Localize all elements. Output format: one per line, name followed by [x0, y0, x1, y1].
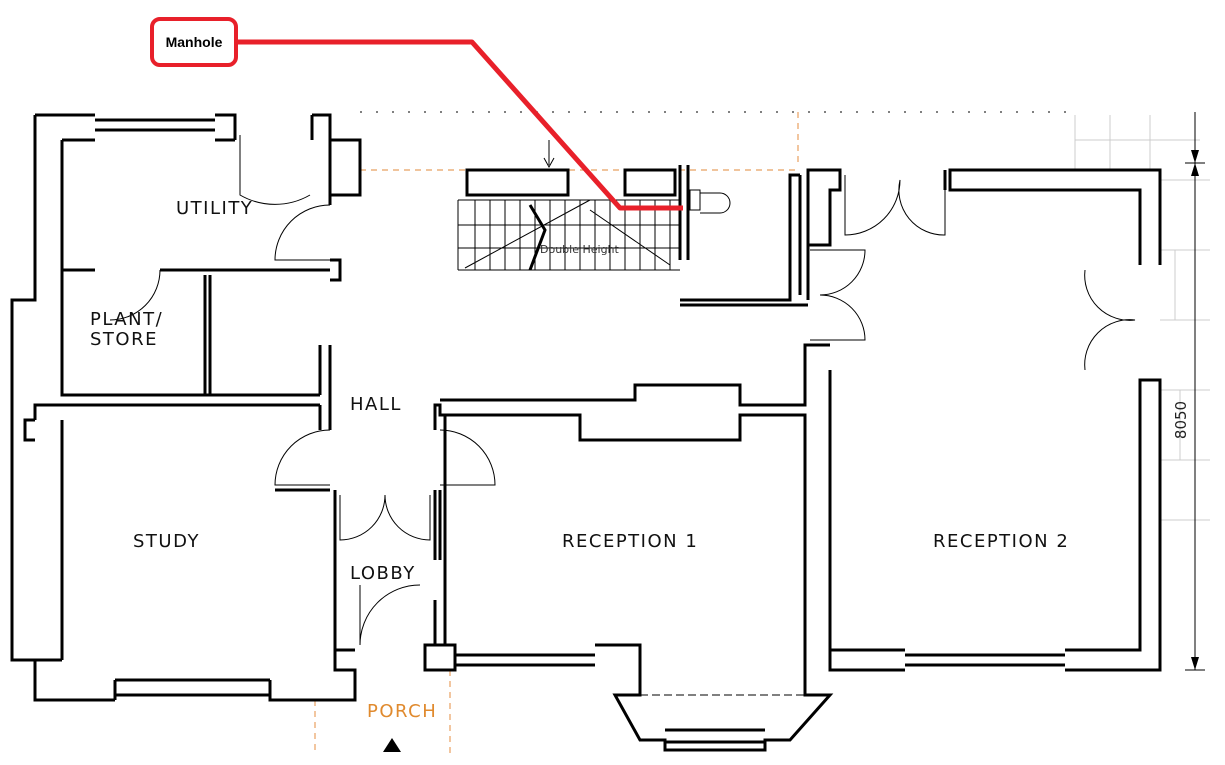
room-label-store: STORE — [90, 329, 158, 350]
room-label-hall: HALL — [350, 394, 402, 415]
walls — [10, 113, 1162, 752]
guide-lines — [314, 112, 800, 755]
paving — [1074, 115, 1210, 521]
room-label-reception-1: RECEPTION 1 — [562, 531, 698, 552]
entrance-arrow-icon — [383, 738, 401, 752]
manhole-callout: Manhole — [150, 17, 238, 67]
dimension-label: 8050 — [1172, 401, 1190, 439]
double-height-label: Double Height — [540, 243, 620, 256]
dimension-line — [1185, 112, 1205, 671]
room-label-utility: UTILITY — [176, 198, 253, 219]
callout-leader-line — [238, 39, 683, 211]
room-label-lobby: LOBBY — [350, 563, 416, 584]
room-label-porch: PORCH — [367, 701, 437, 722]
room-label-plant: PLANT/ — [90, 309, 163, 330]
doors — [109, 135, 1136, 646]
arrow-icon — [543, 140, 555, 169]
room-label-reception-2: RECEPTION 2 — [933, 531, 1069, 552]
room-label-study: STUDY — [133, 531, 200, 552]
